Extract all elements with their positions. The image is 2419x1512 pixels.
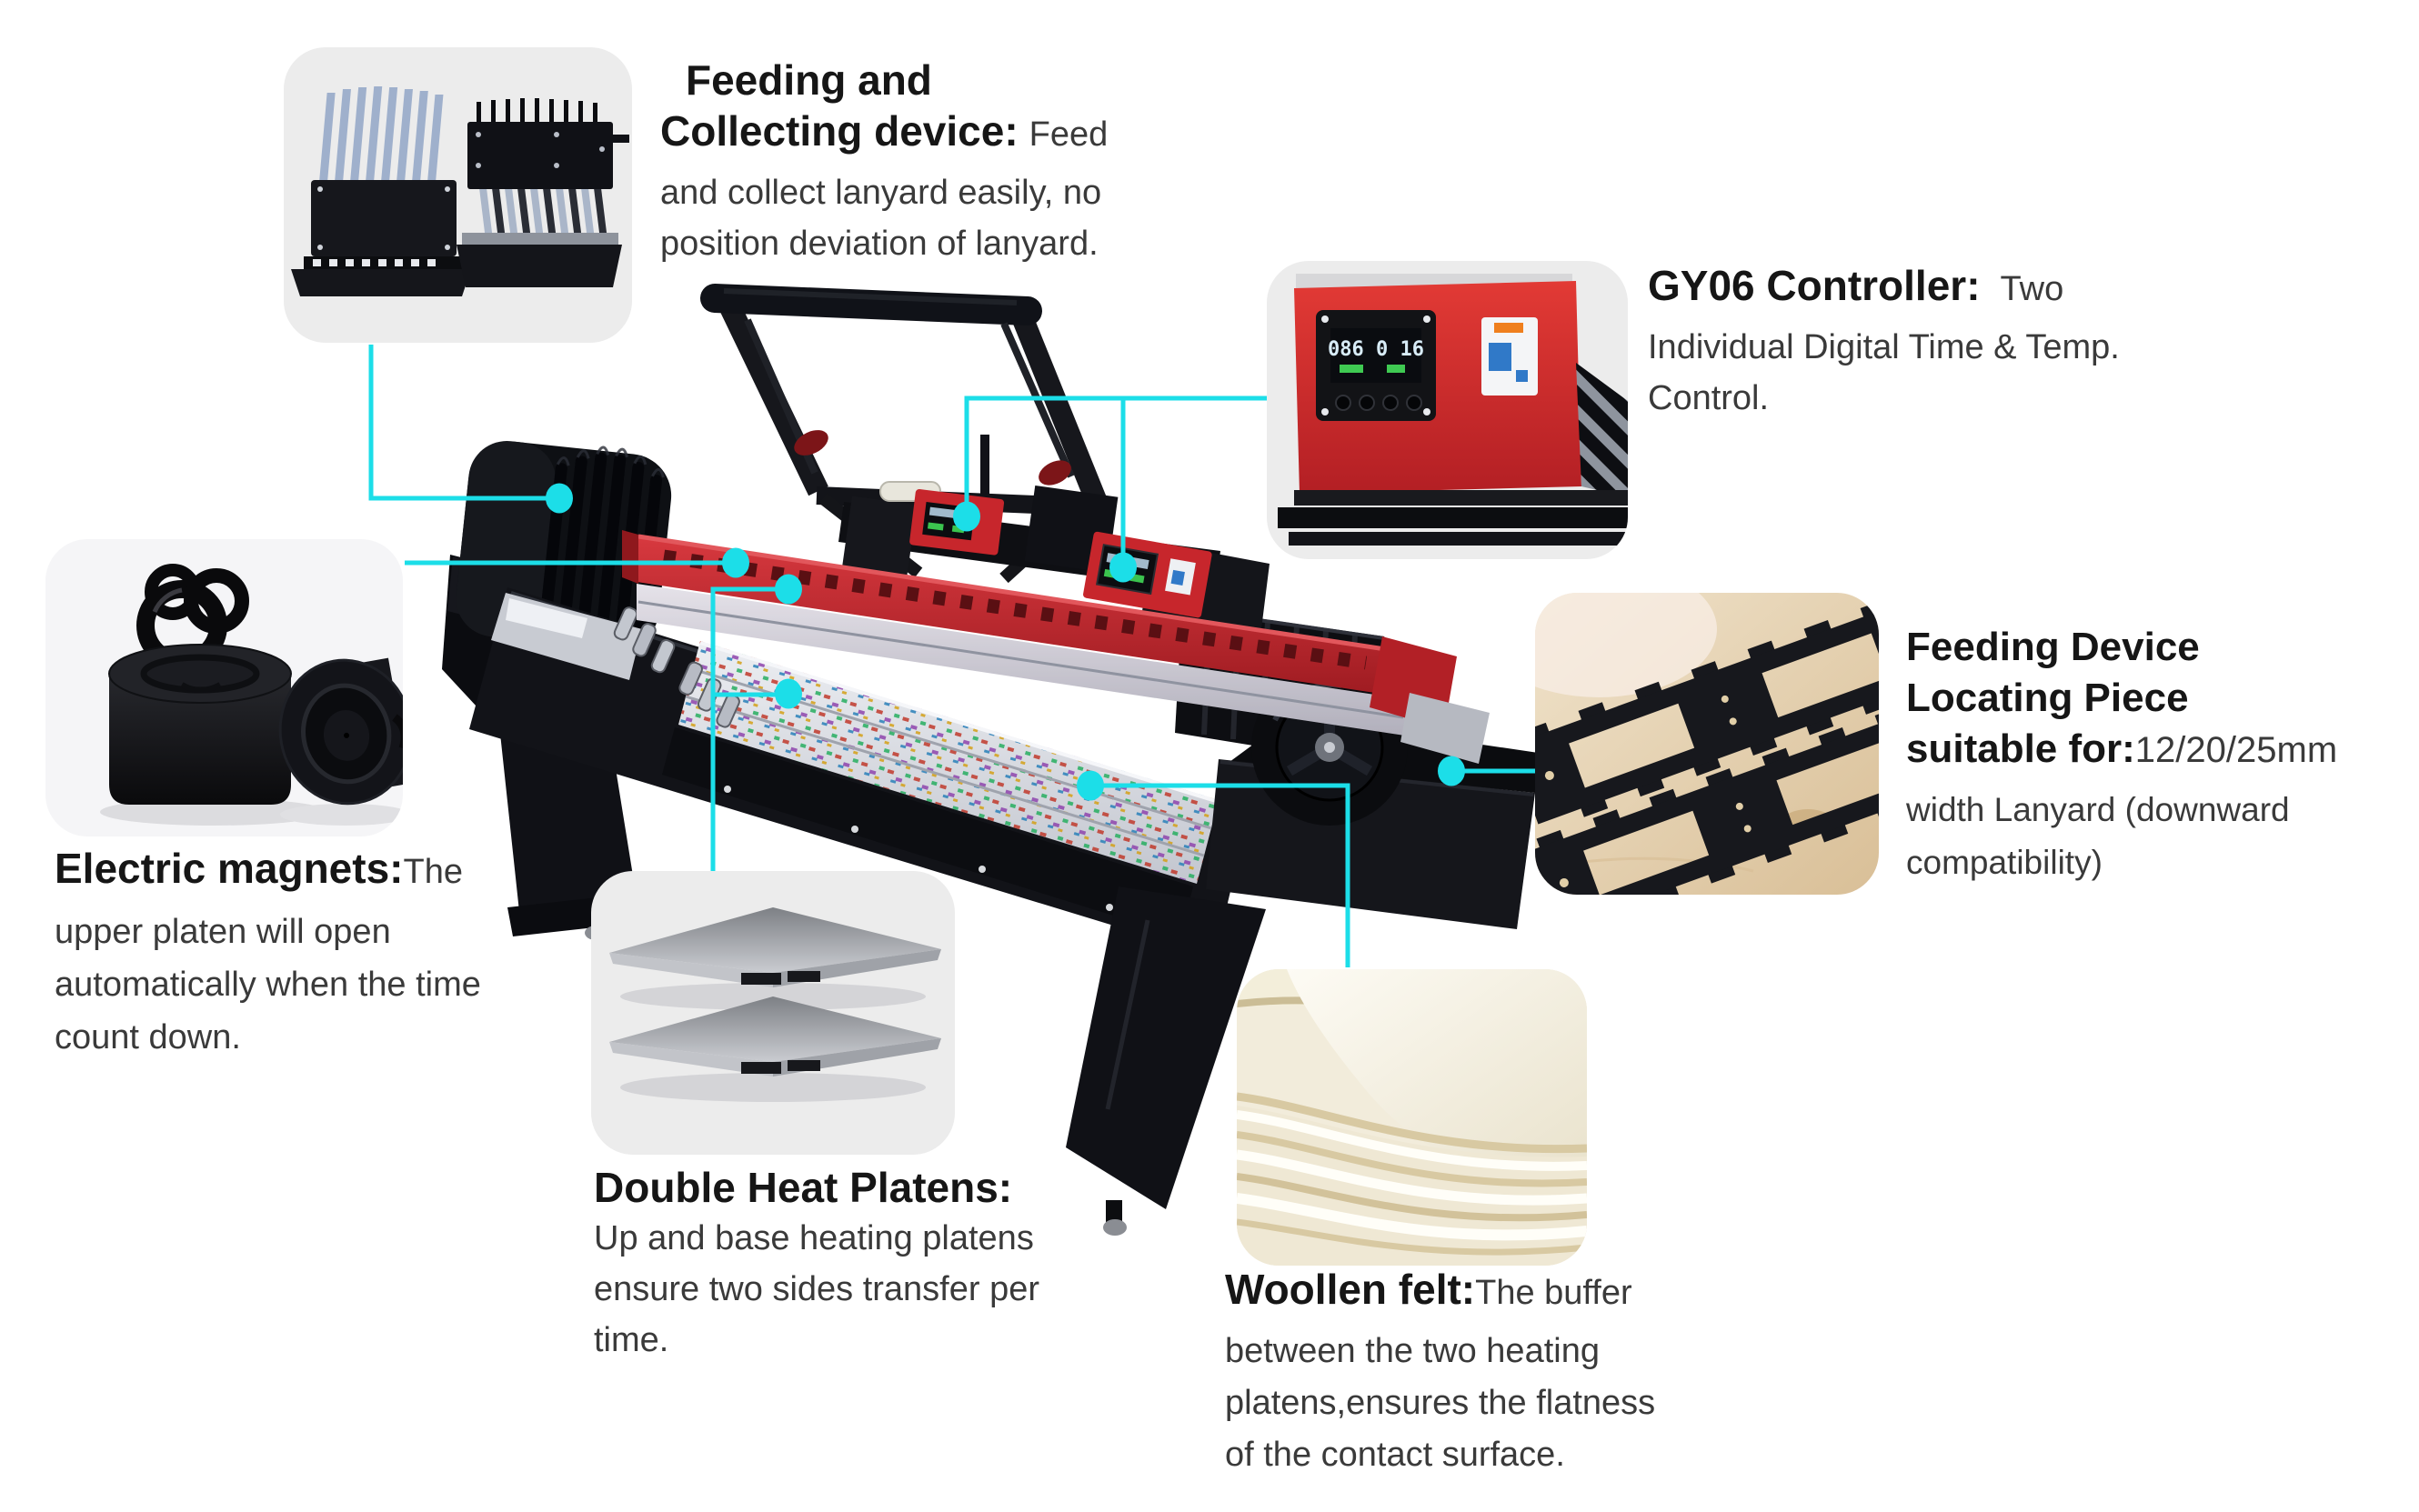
magnets-body-line3: count down. bbox=[55, 1018, 241, 1056]
callout-dots bbox=[546, 483, 1465, 801]
callout-locating-piece: Feeding Device Locating Piece suitable f… bbox=[1906, 622, 2337, 889]
feeder-right bbox=[457, 98, 629, 287]
controller-display-digits: 086 0 16 bbox=[1328, 338, 1424, 361]
locating-title-line2: Locating Piece bbox=[1906, 676, 2189, 720]
platen-upper bbox=[609, 907, 941, 1010]
controller-striped-wedge bbox=[1576, 363, 1628, 497]
felt-body-line2: platens,ensures the flatness bbox=[1225, 1384, 1656, 1422]
feeding-collecting-body-line1: and collect lanyard easily, no bbox=[660, 174, 1102, 212]
photo-feeding-collecting-device bbox=[284, 47, 632, 343]
dot-collecting-device bbox=[546, 483, 573, 514]
line-woollen-felt bbox=[1092, 783, 1350, 967]
platens-title: Double Heat Platens: bbox=[594, 1164, 1013, 1211]
magnets-body-line1: upper platen will open bbox=[55, 913, 391, 951]
platens-body-line2: ensure two sides transfer per bbox=[594, 1270, 1040, 1308]
dot-right-controller bbox=[1109, 552, 1137, 583]
dot-upper-platen bbox=[775, 574, 802, 605]
feeding-collecting-lead: Feed bbox=[1029, 115, 1109, 154]
platen-lower bbox=[609, 996, 941, 1102]
callout-lines bbox=[368, 345, 1537, 967]
magnets-lead: The bbox=[403, 853, 463, 891]
magnet-right bbox=[278, 657, 403, 806]
lid-pivot-left bbox=[794, 430, 828, 456]
controller-sticker bbox=[1481, 317, 1538, 396]
locating-title-line3: suitable for: bbox=[1906, 726, 2135, 771]
felt-body-line1: between the two heating bbox=[1225, 1332, 1600, 1370]
feeder-left bbox=[291, 86, 471, 296]
dot-center-controller bbox=[953, 501, 980, 532]
feeding-collecting-body-line2: position deviation of lanyard. bbox=[660, 225, 1099, 263]
magnet-left bbox=[108, 644, 292, 805]
controller-display: 086 0 16 bbox=[1316, 310, 1436, 421]
magnet-cable bbox=[392, 714, 403, 748]
dot-magnets bbox=[722, 547, 749, 578]
machine-base bbox=[469, 587, 1248, 1129]
dot-base-platen bbox=[775, 678, 802, 709]
locating-bar-1 bbox=[1535, 599, 1879, 825]
felt-layer-edges bbox=[1237, 1092, 1587, 1256]
callout-electric-magnets: Electric magnets:The upper platen will o… bbox=[55, 842, 481, 1064]
photo-gy06-controller: 086 0 16 bbox=[1267, 261, 1628, 559]
magnets-title: Electric magnets: bbox=[55, 845, 404, 892]
photo-locating-piece bbox=[1535, 593, 1879, 895]
lid-pivot-right bbox=[1039, 460, 1071, 486]
upper-heat-platen-bar bbox=[622, 530, 1490, 764]
platens-body-line3: time. bbox=[594, 1321, 669, 1359]
feeding-collecting-title-line2: Collecting device: bbox=[660, 107, 1019, 155]
photo-electric-magnets bbox=[45, 539, 403, 836]
dot-locating-piece bbox=[1438, 756, 1465, 786]
felt-top-sheet bbox=[1287, 969, 1587, 1181]
magnets-body-line2: automatically when the time bbox=[55, 966, 481, 1004]
photo-woollen-felt bbox=[1237, 969, 1587, 1266]
locating-body-line1: width Lanyard (downward bbox=[1906, 791, 2290, 828]
locating-bar-2 bbox=[1535, 706, 1879, 895]
gy06-body-line1: Individual Digital Time & Temp. bbox=[1648, 328, 2120, 366]
gy06-body-line2: Control. bbox=[1648, 379, 1770, 417]
callout-woollen-felt: Woollen felt:The buffer between the two … bbox=[1225, 1264, 1655, 1481]
line-double-platens bbox=[710, 586, 788, 871]
felt-lead: The buffer bbox=[1475, 1274, 1632, 1312]
locating-body-line2: compatibility) bbox=[1906, 844, 2103, 881]
callout-feeding-collecting: Feeding and Collecting device: Feed and c… bbox=[660, 55, 1108, 269]
gy06-title: GY06 Controller: bbox=[1648, 262, 1981, 309]
photo-double-heat-platens bbox=[591, 871, 955, 1155]
feeding-collecting-title-line1: Feeding and bbox=[686, 56, 932, 104]
line-feeding-collecting bbox=[368, 345, 557, 501]
callout-gy06: GY06 Controller: Two Individual Digital T… bbox=[1648, 260, 2120, 424]
felt-body-line3: of the contact surface. bbox=[1225, 1436, 1565, 1474]
line-gy06 bbox=[964, 396, 1267, 566]
platens-body-line1: Up and base heating platens bbox=[594, 1219, 1034, 1257]
lid-handle bbox=[700, 284, 1042, 325]
callout-double-platens: Double Heat Platens: Up and base heating… bbox=[594, 1162, 1039, 1366]
dot-felt bbox=[1077, 770, 1104, 801]
base-screws bbox=[724, 786, 1113, 911]
gy06-lead: Two bbox=[2000, 270, 2064, 308]
lanyard-guide-clips bbox=[613, 606, 740, 728]
locating-lead: 12/20/25mm bbox=[2134, 730, 2338, 770]
locating-title-line1: Feeding Device bbox=[1906, 625, 2200, 669]
felt-title: Woollen felt: bbox=[1225, 1266, 1476, 1313]
